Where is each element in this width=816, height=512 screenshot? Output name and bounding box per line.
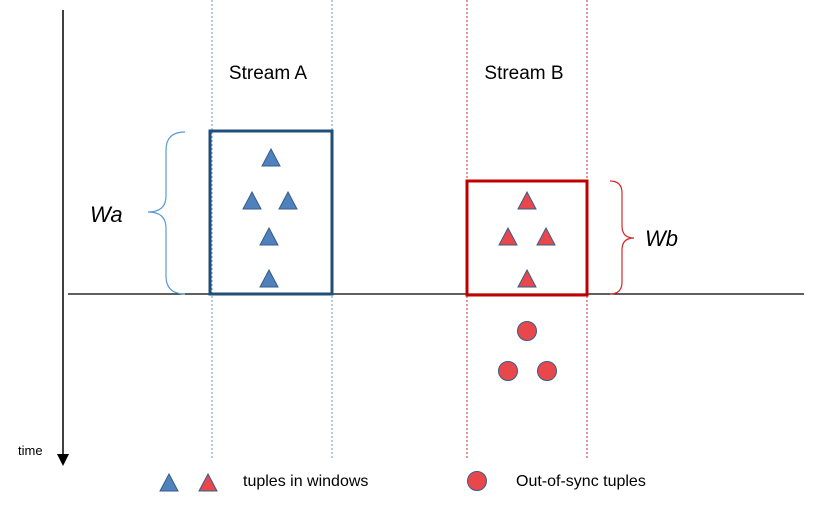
stream-b-tuple-triangle xyxy=(498,226,518,246)
stream-b-tuples xyxy=(498,190,556,288)
stream-b-window-label: Wb xyxy=(645,226,678,251)
stream-b-window-brace xyxy=(609,180,635,295)
out-of-sync-tuples xyxy=(498,321,557,381)
stream-a-title: Stream A xyxy=(229,63,307,84)
legend-out-of-sync-label: Out-of-sync tuples xyxy=(516,473,646,490)
legend-blue-triangle-icon xyxy=(159,472,179,492)
out-of-sync-tuple-circle xyxy=(498,361,518,381)
stream-b-tuple-triangle xyxy=(517,190,537,210)
stream-a-tuple-triangle xyxy=(259,268,279,288)
legend-red-triangle-icon xyxy=(198,472,218,492)
stream-a-window-label: Wa xyxy=(90,202,123,227)
out-of-sync-tuple-circle xyxy=(517,321,537,341)
stream-a-window-brace xyxy=(147,131,186,295)
stream-b-tuple-triangle xyxy=(517,268,537,288)
stream-a-tuples xyxy=(242,147,298,288)
stream-b-tuple-triangle xyxy=(536,226,556,246)
legend-red-circle-icon xyxy=(467,471,487,491)
stream-b-window xyxy=(465,179,589,297)
stream-a-tuple-triangle xyxy=(261,147,281,167)
stream-a-tuple-triangle xyxy=(278,190,298,210)
stream-a-tuple-triangle xyxy=(259,226,279,246)
time-axis-label: time xyxy=(18,443,43,458)
stream-a-window xyxy=(208,129,334,296)
out-of-sync-tuple-circle xyxy=(537,361,557,381)
legend: tuples in windows Out-of-sync tuples xyxy=(159,471,646,492)
legend-tuples-in-windows-label: tuples in windows xyxy=(243,473,368,490)
stream-b-title: Stream B xyxy=(484,63,563,84)
stream-a-tuple-triangle xyxy=(242,190,262,210)
